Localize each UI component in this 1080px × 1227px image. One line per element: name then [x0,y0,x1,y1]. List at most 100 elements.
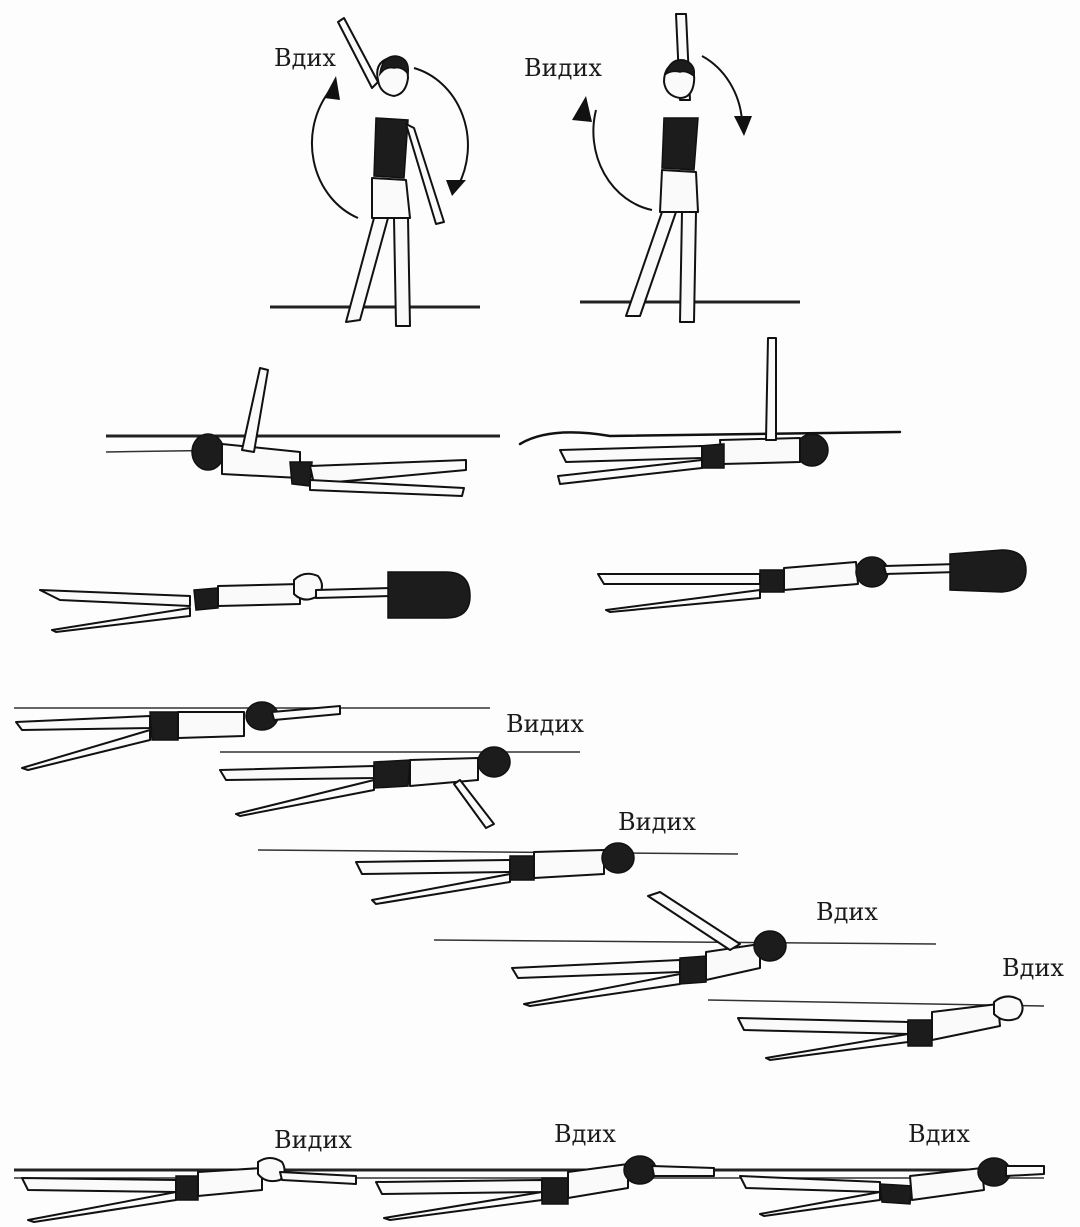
torso [784,562,858,590]
kickboard-glide-right [598,550,1026,612]
arms [652,1166,714,1176]
sequence-step-4: Вдих [434,892,936,1006]
torso [534,850,604,878]
raised-arm [766,338,776,440]
left-leg [626,212,676,316]
arm [454,780,494,828]
arms [316,588,392,598]
upper-leg [356,860,510,874]
bottom-swimmer-3: Вдих [740,1120,1044,1216]
upper-leg [376,1180,542,1194]
inhale-label: Вдих [274,44,336,72]
torso [222,444,300,478]
swimsuit [700,444,724,468]
lower-leg [236,780,374,816]
lower-leg [384,1192,542,1220]
head [478,747,510,777]
arms [280,1172,356,1184]
back-float-left [106,368,500,496]
upper-leg [738,1018,908,1034]
torso [198,1168,262,1196]
lower-leg [310,480,464,496]
torso [410,758,478,786]
upper-leg [16,716,150,730]
lower-leg [558,460,702,484]
sequence-step-5: Вдих [708,954,1064,1060]
raised-arm [338,18,378,88]
sequence-step-2: Видих [220,710,584,828]
upper-leg [512,960,680,978]
raised-arm [242,368,268,452]
swimsuit [194,588,218,610]
head [994,996,1023,1020]
inhale-label: Вдих [908,1120,970,1148]
torso [910,1168,984,1200]
torso [178,712,244,738]
vest [374,118,408,178]
lower-leg [760,1192,880,1216]
arc-left [593,110,652,210]
back-float-right [520,338,900,484]
arms [1006,1166,1044,1176]
swimsuit [542,1178,568,1204]
swimsuit [374,760,410,788]
stroke-sequence: Видих Видих Вдих [14,702,1064,1060]
torso [720,438,800,464]
swimsuit [760,570,784,592]
lowered-arm [406,124,444,224]
torso [218,584,300,606]
inhale-label: Вдих [554,1120,616,1148]
water-line [434,940,936,944]
lower-leg [372,874,510,904]
torso [706,944,760,980]
upper-leg [598,574,760,584]
swimsuit [150,712,178,740]
head [856,557,888,587]
water-line [520,432,900,444]
swimsuit [680,956,706,984]
arc-right [702,56,742,120]
swimsuit [880,1184,912,1204]
upper-leg [22,1178,176,1192]
arc-left [312,88,358,218]
water-line [258,850,738,854]
kickboard [388,572,470,618]
right-leg [680,212,696,322]
arrowhead-down [734,116,752,136]
inhale-label: Вдих [1002,954,1064,982]
exhale-label: Видих [506,710,584,738]
lower-leg [28,1192,176,1222]
lower-leg [524,974,680,1006]
exhale-label: Видих [618,808,696,836]
arrowhead-down [446,180,466,196]
kickboard [950,550,1026,592]
swimsuit [510,856,534,880]
bottom-row: Видих Вдих Вдих [14,1120,1044,1222]
sequence-step-3: Видих [258,808,738,904]
arrowhead-up [324,76,340,100]
shorts [660,170,698,212]
kickboard-glide-left [40,572,470,632]
head [754,931,786,961]
shorts [372,178,410,218]
exhale-label: Видих [524,54,602,82]
head [602,843,634,873]
head [624,1156,656,1184]
exhale-label: Видих [274,1126,352,1154]
lower-leg [22,730,150,770]
standing-figure-left: Вдих [270,18,480,326]
swimsuit [908,1020,932,1046]
torso [932,1004,1000,1040]
upper-leg [560,446,702,462]
swimsuit [290,462,312,486]
right-leg [394,218,410,326]
swimsuit [176,1176,198,1200]
lower-leg [606,590,760,612]
head [192,434,224,470]
upper-leg [40,590,190,606]
lower-leg [766,1034,908,1060]
lower-leg [52,608,190,632]
arrowhead-up [572,96,592,122]
